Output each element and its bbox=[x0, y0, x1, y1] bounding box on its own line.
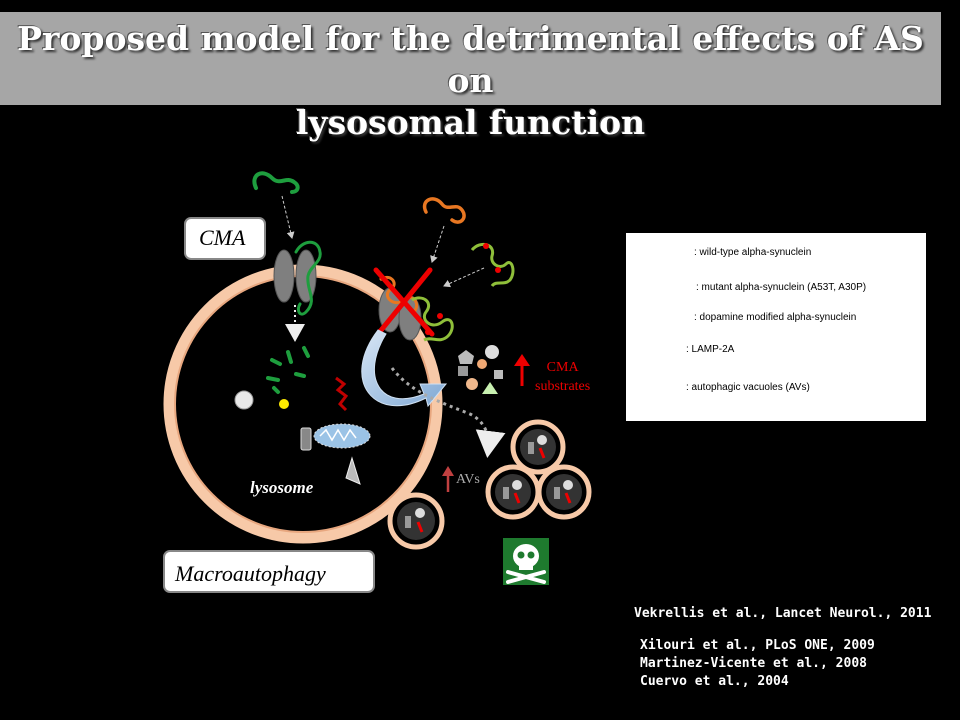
wild-type-synuclein-binding bbox=[294, 240, 322, 316]
legend-item-lamp2a: : LAMP-2A bbox=[686, 344, 735, 355]
lamp2a-right bbox=[295, 249, 317, 303]
dopamine-synuclein-bound bbox=[411, 296, 454, 342]
autophagic-vacuole-3 bbox=[536, 464, 592, 520]
dopamine-dot-4 bbox=[495, 267, 501, 273]
legend-item-dopamine: : dopamine modified alpha-synuclein bbox=[694, 312, 857, 323]
mutant-synuclein-top bbox=[422, 197, 466, 224]
reference-4: Cuervo et al., 2004 bbox=[640, 674, 789, 689]
cma-substrates-line-2: substrates bbox=[535, 379, 591, 394]
avs-label: AVs bbox=[456, 472, 480, 487]
legend-item-mutant: : mutant alpha-synuclein (A53T, A30P) bbox=[696, 282, 867, 293]
legend-item-avs: : autophagic vacuoles (AVs) bbox=[686, 382, 810, 393]
cma-substrates-label: CMA substrates bbox=[535, 358, 590, 396]
slide-title: Proposed model for the detrimental effec… bbox=[0, 18, 941, 144]
degraded-fragments bbox=[266, 346, 310, 394]
skull-crossbones-icon bbox=[503, 538, 549, 585]
reference-1: Vekrellis et al., Lancet Neurol., 2011 bbox=[634, 606, 932, 621]
reference-3: Martinez-Vicente et al., 2008 bbox=[640, 656, 867, 671]
red-fragment bbox=[335, 376, 349, 412]
arrow-to-avs bbox=[390, 367, 506, 458]
cma-label-box: CMA bbox=[184, 217, 266, 260]
wild-type-synuclein-top bbox=[252, 171, 300, 194]
autophagic-vacuole-2 bbox=[485, 464, 541, 520]
title-line-2: lysosomal function bbox=[295, 103, 646, 142]
dopamine-dot-1 bbox=[437, 313, 443, 319]
title-line-1: Proposed model for the detrimental effec… bbox=[17, 19, 924, 100]
cma-substrates-line-1: CMA bbox=[546, 360, 579, 375]
macroautophagy-label: Macroautophagy bbox=[175, 561, 326, 586]
lamp2a-left bbox=[273, 249, 295, 303]
cma-label: CMA bbox=[199, 225, 246, 250]
cma-substrates-cluster bbox=[458, 345, 503, 394]
arrow-to-cma bbox=[281, 195, 295, 239]
cma-substrate-accumulation-arrow bbox=[361, 329, 448, 408]
autophagic-vacuole-4 bbox=[387, 492, 445, 550]
arrow-mutant-to-lysosome bbox=[430, 225, 445, 263]
reference-2: Xilouri et al., PLoS ONE, 2009 bbox=[640, 638, 875, 653]
dopamine-synuclein-top bbox=[470, 242, 515, 288]
macroautophagy-label-box: Macroautophagy bbox=[163, 550, 375, 593]
lysosome-label: lysosome bbox=[250, 478, 314, 497]
arrow-dopamine-to-lysosome bbox=[443, 267, 485, 288]
legend-box: : wild-type alpha-synuclein : mutant alp… bbox=[625, 232, 927, 422]
red-cross-icon bbox=[373, 267, 435, 337]
autophagic-vacuole-1 bbox=[510, 419, 566, 475]
avs-up-arrow-head bbox=[442, 466, 454, 476]
granule-yellow bbox=[279, 399, 289, 409]
up-arrow-icon bbox=[514, 354, 530, 366]
mitochondria-cargo bbox=[300, 423, 371, 485]
mutant-synuclein-bound bbox=[379, 275, 418, 316]
legend-item-wild-type: : wild-type alpha-synuclein bbox=[694, 247, 812, 258]
title-bar bbox=[0, 12, 941, 105]
dopamine-dot-3 bbox=[483, 243, 489, 249]
granule-white bbox=[234, 390, 254, 410]
